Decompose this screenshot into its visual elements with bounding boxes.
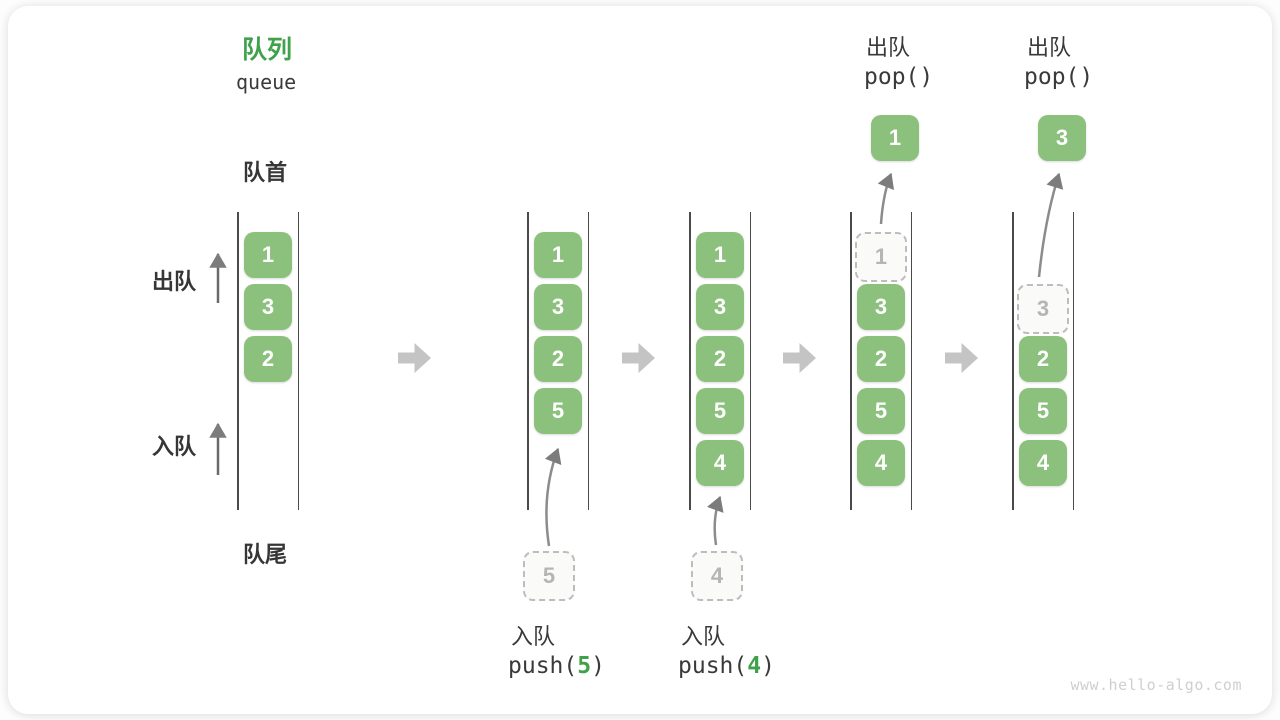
rail <box>749 212 751 510</box>
diagram-title-zh: 队列 <box>242 36 293 64</box>
queue-cell: 5 <box>1019 388 1067 434</box>
queue-cell-removed: 1 <box>855 232 907 282</box>
rail <box>237 212 239 510</box>
op-label-enqueue: 入队 <box>511 624 556 649</box>
label-queue-front: 队首 <box>243 160 288 185</box>
op-call-push4: push(4) <box>678 653 775 679</box>
rail <box>910 212 912 510</box>
queue-cell: 2 <box>534 336 582 382</box>
incoming-cell: 5 <box>523 551 575 601</box>
rail <box>527 212 529 510</box>
op-call-arg: 5 <box>577 653 592 679</box>
queue-cell: 1 <box>244 232 292 278</box>
queue-cell: 3 <box>696 284 744 330</box>
op-call-fn: push( <box>678 653 748 679</box>
queue-cell: 4 <box>1019 440 1067 486</box>
rail <box>587 212 589 510</box>
queue-cell: 5 <box>534 388 582 434</box>
queue-cell: 2 <box>696 336 744 382</box>
queue-cell: 3 <box>244 284 292 330</box>
op-label-enqueue: 入队 <box>681 624 726 649</box>
queue-stage-2: 1 3 2 5 <box>527 212 589 510</box>
diagram-card <box>8 6 1272 714</box>
label-dequeue-side: 出队 <box>152 269 197 294</box>
queue-cell: 1 <box>696 232 744 278</box>
diagram-title-en: queue <box>236 70 297 94</box>
label-queue-rear: 队尾 <box>243 542 288 567</box>
op-label-dequeue: 出队 <box>866 35 911 60</box>
rail <box>297 212 299 510</box>
queue-cell: 4 <box>696 440 744 486</box>
incoming-cell: 4 <box>691 551 743 601</box>
op-label-dequeue: 出队 <box>1027 35 1072 60</box>
queue-cell: 1 <box>534 232 582 278</box>
queue-cell: 4 <box>857 440 905 486</box>
queue-cell: 2 <box>857 336 905 382</box>
queue-cell: 3 <box>534 284 582 330</box>
op-call-close: ) <box>591 653 605 679</box>
op-call-close: ) <box>761 653 775 679</box>
queue-stage-3: 1 3 2 5 4 <box>689 212 751 510</box>
queue-cell: 2 <box>244 336 292 382</box>
queue-stage-4: 1 3 2 5 4 <box>850 212 912 510</box>
op-call-arg: 4 <box>747 653 762 679</box>
queue-stage-5: 3 2 5 4 <box>1012 212 1074 510</box>
op-call-push5: push(5) <box>508 653 605 679</box>
queue-stage-1: 1 3 2 <box>237 212 299 510</box>
op-call-pop: pop() <box>1024 64 1094 90</box>
rail <box>1012 212 1014 510</box>
queue-cell: 2 <box>1019 336 1067 382</box>
rail <box>850 212 852 510</box>
queue-cell: 3 <box>857 284 905 330</box>
popped-cell: 1 <box>871 115 919 161</box>
rail <box>1072 212 1074 510</box>
label-enqueue-side: 入队 <box>152 434 197 459</box>
queue-cell: 5 <box>696 388 744 434</box>
queue-cell-removed: 3 <box>1017 284 1069 334</box>
watermark: www.hello-algo.com <box>1070 676 1242 694</box>
queue-cell: 5 <box>857 388 905 434</box>
popped-cell: 3 <box>1038 115 1086 161</box>
op-call-pop: pop() <box>864 64 934 90</box>
rail <box>689 212 691 510</box>
op-call-fn: push( <box>508 653 578 679</box>
